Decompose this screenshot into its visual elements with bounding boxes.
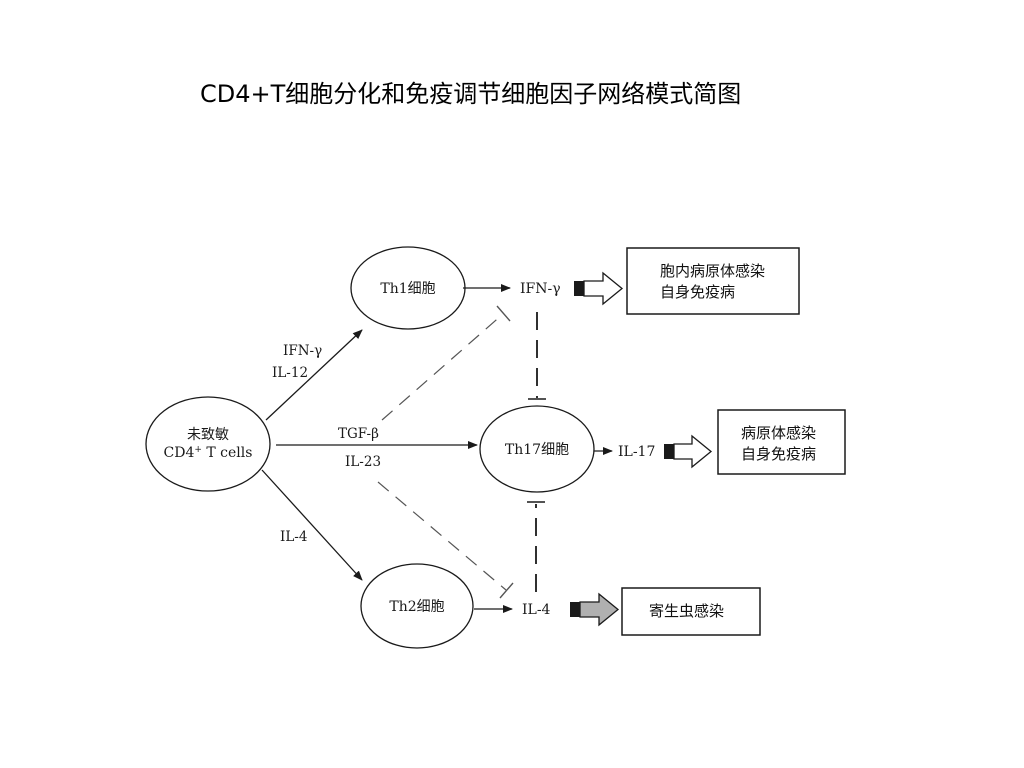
naive-cell-label-cn: 未致敏 [187,427,229,443]
outcome-box-th17: 病原体感染 自身免疫病 [717,409,846,475]
edge-label-il-23: IL-23 [345,454,381,470]
outcome-arrow-th2 [570,592,620,627]
page-title: CD4+T细胞分化和免疫调节细胞因子网络模式简图 [200,80,742,108]
outcome-arrow-th1 [574,271,624,306]
node-naive-cd4: 未致敏 CD4+ T cells [145,396,271,492]
outcome-th2-line1: 寄生虫感染 [649,602,724,620]
outcome-th1-line1: 胞内病原体感染 [660,262,765,280]
edge-label-il-4: IL-4 [280,529,307,545]
arrow-naive-to-th2 [261,469,363,581]
cytokine-il-17: IL-17 [618,444,655,460]
edge-label-ifn-gamma: IFN-γ [283,343,322,359]
outcome-th1-line2: 自身免疫病 [660,283,735,301]
th2-label: Th2细胞 [389,599,444,615]
th17-label: Th17细胞 [505,442,569,458]
edge-label-tgf-beta: TGF-β [338,426,379,442]
edge-label-il-12: IL-12 [272,365,308,381]
node-th17: Th17细胞 [479,405,595,493]
outcome-th17-line1: 病原体感染 [741,424,816,442]
outcome-th17-line2: 自身免疫病 [741,445,816,463]
inhibit-tgf-to-il4-line [377,481,507,591]
th1-label: Th1细胞 [380,281,435,297]
naive-cell-label-en: CD4+ T cells [164,445,253,461]
inhibit-tgf-to-ifn-line [381,313,504,421]
node-th2: Th2细胞 [360,563,474,649]
inhibit-tgf-to-ifn-bar [496,305,511,322]
cytokine-il-4: IL-4 [522,602,551,618]
node-th1: Th1细胞 [350,246,466,330]
outcome-box-th2: 寄生虫感染 [621,587,761,636]
inhibit-tgf-to-il4-bar [499,582,514,599]
arrow-naive-to-th1 [265,329,363,421]
outcome-box-th1: 胞内病原体感染 自身免疫病 [626,247,800,315]
cytokine-ifn-gamma: IFN-γ [520,281,561,297]
outcome-arrow-th17 [664,434,713,469]
